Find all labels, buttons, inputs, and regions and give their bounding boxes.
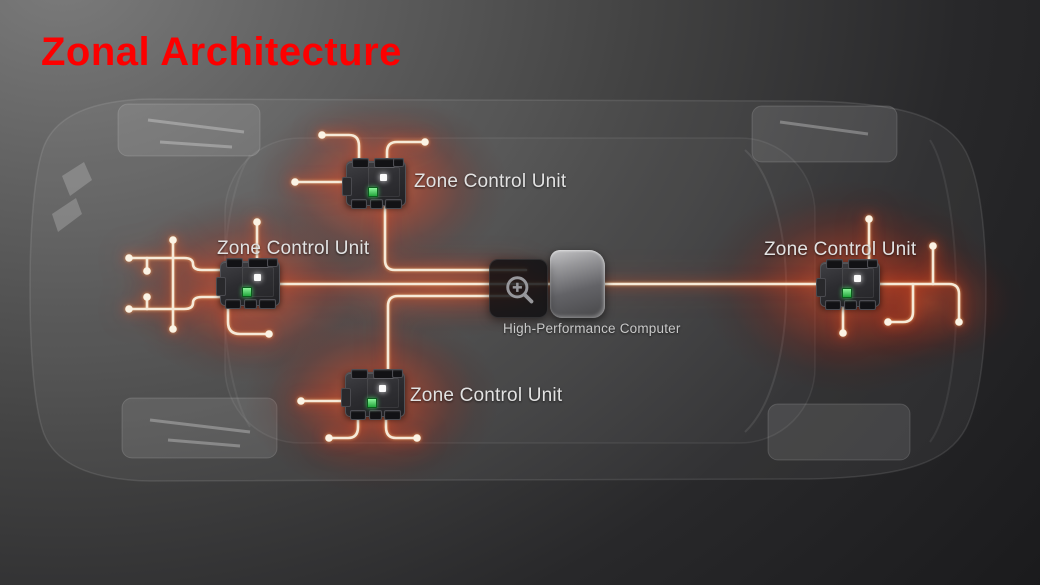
zcu-connector <box>859 300 876 310</box>
zcu-label-bottom: Zone Control Unit <box>410 385 563 406</box>
zcu-label-right: Zone Control Unit <box>764 239 917 260</box>
zcu-connector <box>351 369 368 379</box>
zcu-side-tab <box>216 277 226 296</box>
zcu-connector <box>825 300 841 310</box>
zcu-connector <box>392 369 403 378</box>
zone-control-unit-module-bottom <box>341 369 405 420</box>
zcu-label-top: Zone Control Unit <box>414 171 567 192</box>
green-led-icon <box>367 398 377 408</box>
zcu-connector <box>844 300 857 310</box>
zcu-connector <box>244 299 257 309</box>
green-led-icon <box>242 287 252 297</box>
zoom-in-icon <box>505 275 533 303</box>
zcu-side-tab <box>342 177 352 196</box>
zcu-label-left: Zone Control Unit <box>217 238 370 259</box>
white-led-icon <box>380 174 387 181</box>
zcu-connector <box>384 410 401 420</box>
zcu-connector <box>259 299 276 309</box>
zoom-in-button[interactable] <box>489 259 548 318</box>
green-led-icon <box>368 187 378 197</box>
zcu-connector <box>350 410 366 420</box>
zcu-side-tab <box>341 388 351 407</box>
high-performance-computer-module <box>550 250 605 318</box>
zone-control-unit-module-left <box>216 258 280 309</box>
green-led-icon <box>842 288 852 298</box>
zcu-connector <box>351 199 367 209</box>
zcu-connector <box>385 199 402 209</box>
zcu-connector <box>352 158 369 168</box>
white-led-icon <box>854 275 861 282</box>
white-led-icon <box>379 385 386 392</box>
zcu-connector <box>393 158 404 167</box>
zcu-side-tab <box>816 278 826 297</box>
white-led-icon <box>254 274 261 281</box>
zcu-connector <box>225 299 241 309</box>
hpc-label: High-Performance Computer <box>503 321 681 336</box>
zcu-connector <box>369 410 382 420</box>
zone-control-unit-module-top <box>342 158 406 209</box>
zone-control-unit-module-right <box>816 259 880 310</box>
page-title: Zonal Architecture <box>41 30 402 74</box>
zcu-connector <box>370 199 383 209</box>
